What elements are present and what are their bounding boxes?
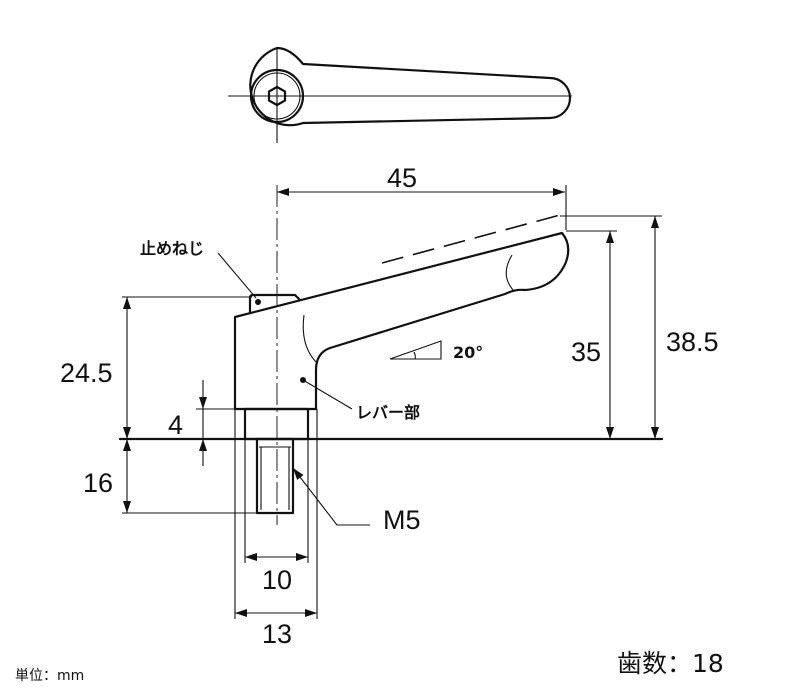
label-angle: 20° xyxy=(453,343,483,362)
dim-body-height: 24.5 xyxy=(60,358,113,388)
label-lever-part: レバー部 xyxy=(356,403,420,422)
dim-base-width: 10 xyxy=(262,565,292,595)
dimension-lines xyxy=(118,185,664,619)
dim-body-width: 13 xyxy=(262,619,292,649)
dim-thread-length: 16 xyxy=(83,468,113,498)
label-thread: M5 xyxy=(383,505,421,535)
dim-lever-height: 35 xyxy=(571,337,601,367)
label-set-screw: 止めねじ xyxy=(140,239,204,258)
top-view xyxy=(228,46,572,143)
dim-length: 45 xyxy=(387,163,417,193)
side-view xyxy=(233,185,570,525)
dim-base-height: 4 xyxy=(168,410,183,440)
dim-total-height: 38.5 xyxy=(666,327,719,357)
teeth-count: 歯数：18 xyxy=(617,649,724,678)
unit-note: 単位：mm xyxy=(15,668,84,684)
